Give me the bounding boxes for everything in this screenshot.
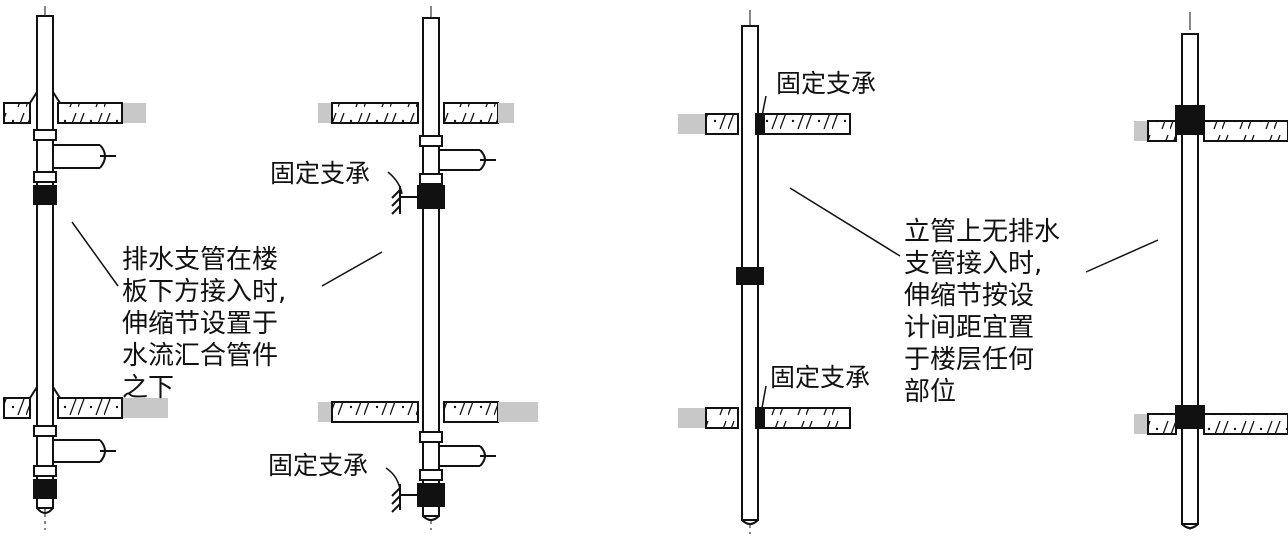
note-line: 水流汇合管件 — [122, 341, 279, 371]
fixed-support-label-right-lower: 固定支承 — [770, 363, 871, 392]
slab-3-lower-left — [705, 407, 739, 429]
fixed-support-label-right-upper: 固定支承 — [776, 69, 877, 98]
slab-4-upper-left — [1147, 120, 1177, 142]
expansion-joint-4-lower — [1175, 405, 1205, 429]
riser-1 — [29, 6, 116, 530]
note-line: 支管接入时, — [904, 249, 1043, 279]
slab-3-upper-gray — [678, 114, 706, 134]
fixed-support-label-left-upper: 固定支承 — [270, 159, 371, 188]
expansion-joint-1-upper — [33, 185, 57, 205]
note-line: 伸缩节设置于 — [122, 309, 279, 339]
riser-2 — [391, 6, 496, 530]
note-line: 之下 — [122, 373, 175, 403]
slab-4-upper-right — [1203, 120, 1288, 142]
slab-1-lower-right — [57, 397, 123, 419]
note-line: 伸缩节按设 — [904, 281, 1035, 311]
note-line: 于楼层任何 — [904, 345, 1035, 375]
note-right-no-branch: 立管上无排水支管接入时,伸缩节按设计间距宜置于楼层任何部位 — [904, 216, 1060, 408]
slab-1-upper-gray — [122, 103, 146, 123]
slab-3-lower-gray — [678, 408, 706, 428]
slab-2-upper-left — [331, 102, 419, 124]
expansion-joint-2-upper — [417, 185, 445, 209]
note-left-branch-below-slab: 排水支管在楼板下方接入时,伸缩节设置于水流汇合管件之下 — [122, 244, 286, 404]
note-line: 计间距宜置 — [904, 313, 1035, 343]
slab-3-upper-left — [705, 113, 739, 135]
note-line: 排水支管在楼 — [122, 245, 279, 275]
expansion-joint-4-upper — [1175, 105, 1205, 135]
expansion-joint-1-lower — [33, 479, 57, 499]
slab-1-upper-right — [57, 102, 123, 124]
slab-2-lower-right — [443, 401, 499, 423]
fixed-support-3-upper — [755, 113, 765, 135]
slab-4-upper-gray — [1134, 121, 1148, 141]
note-line: 部位 — [904, 377, 957, 407]
slab-2-lower-left — [331, 401, 419, 423]
slab-1-upper-left — [3, 102, 31, 124]
leader-lines — [71, 95, 1159, 491]
riser-3 — [736, 10, 765, 534]
floor-slabs — [3, 102, 1288, 435]
riser-4 — [1175, 12, 1205, 534]
slab-2-upper-right — [443, 102, 499, 124]
slab-2-lower-gray-right — [498, 402, 538, 422]
slab-1-lower-gray — [122, 398, 168, 418]
fixed-support-label-left-lower: 固定支承 — [268, 451, 369, 480]
fixed-support-3-lower — [755, 407, 765, 429]
slab-2-upper-gray-left — [318, 103, 332, 123]
note-line: 立管上无排水 — [904, 217, 1061, 247]
slab-3-upper-right — [761, 113, 851, 135]
expansion-joint-2-lower — [417, 483, 445, 507]
slab-4-lower-left — [1147, 413, 1177, 435]
slab-2-upper-gray-right — [498, 103, 514, 123]
slab-2-lower-gray-left — [318, 402, 332, 422]
expansion-joint-3 — [736, 267, 764, 285]
slab-1-lower-left — [3, 397, 31, 419]
slab-4-lower-right — [1203, 413, 1288, 435]
slab-3-lower-right — [761, 407, 851, 429]
slab-4-lower-gray — [1134, 414, 1148, 434]
note-line: 板下方接入时, — [122, 277, 287, 307]
